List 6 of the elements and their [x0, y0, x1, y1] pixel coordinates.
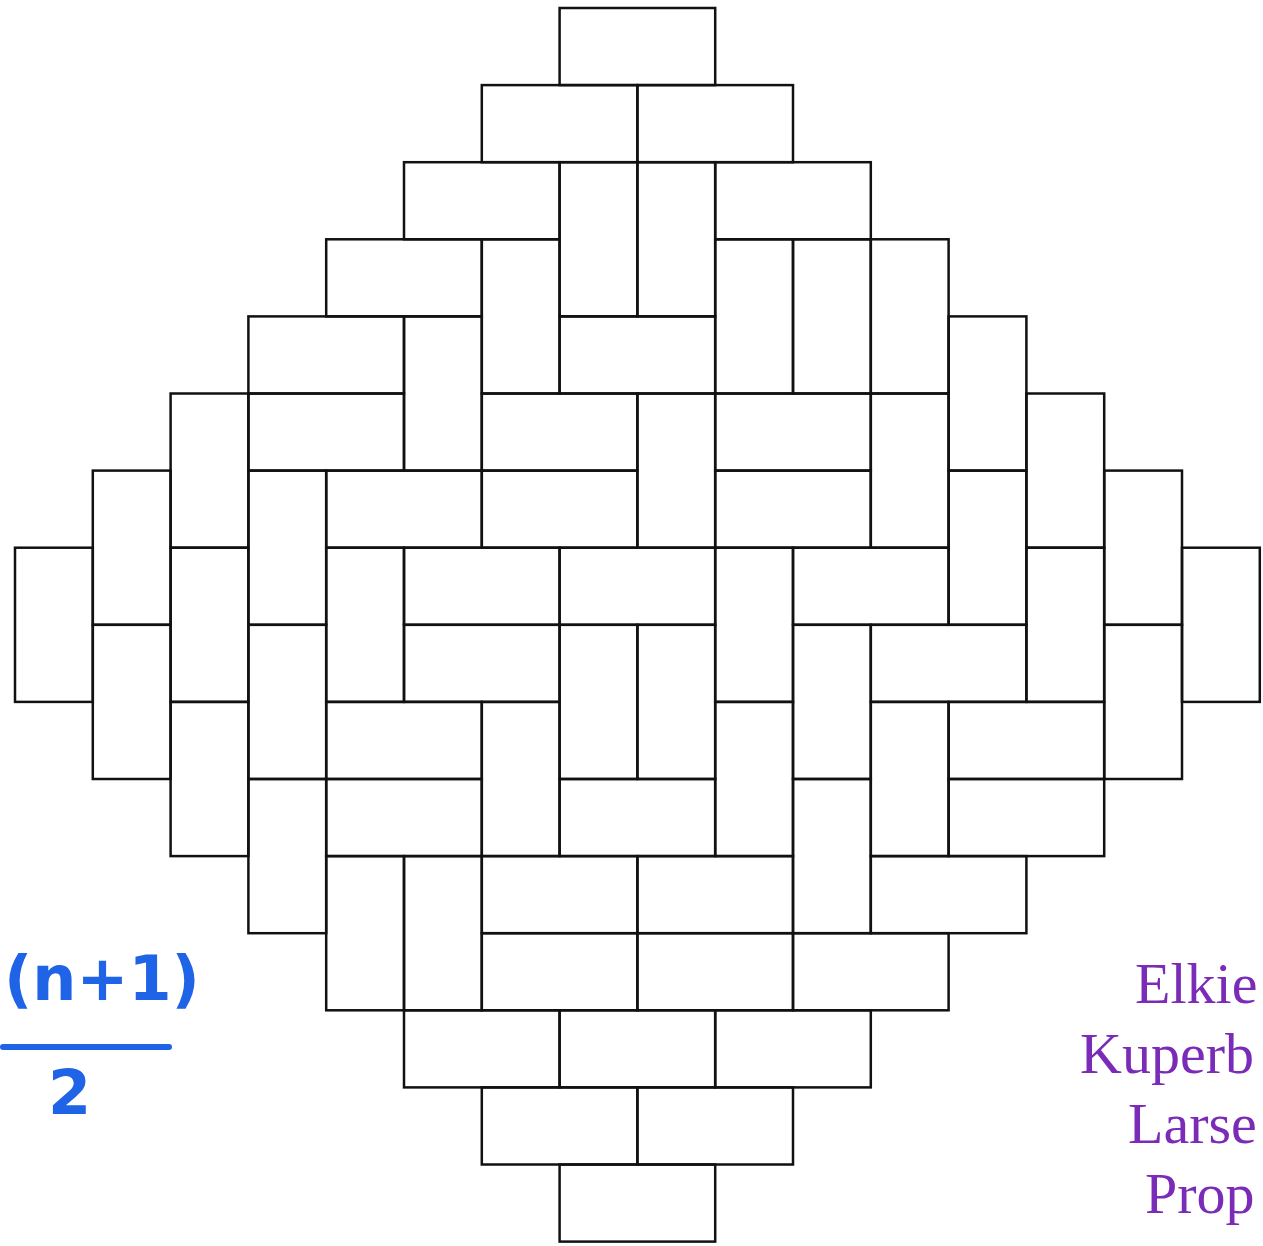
author-name: Larse: [1128, 1095, 1257, 1153]
author-name: Elkie: [1135, 955, 1258, 1013]
formula-numerator: (n+1): [4, 948, 200, 1010]
author-name: Kuperb: [1080, 1025, 1254, 1083]
formula-denominator: 2: [48, 1062, 92, 1124]
author-name: Prop: [1145, 1165, 1255, 1223]
